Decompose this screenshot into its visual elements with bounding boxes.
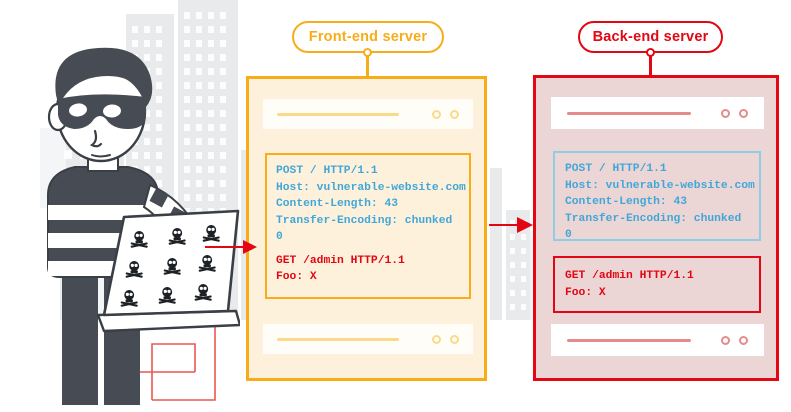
frontend-server-card: POST / HTTP/1.1 Host: vulnerable-website… bbox=[246, 76, 487, 381]
hacker-illustration bbox=[47, 47, 240, 405]
window-dot-1 bbox=[721, 335, 730, 345]
address-bar-line bbox=[567, 111, 691, 115]
backend-smuggled-request-codebox: GET /admin HTTP/1.1 Foo: X bbox=[553, 256, 761, 313]
backend-smuggled-line-2: Foo: X bbox=[565, 286, 606, 299]
address-bar-line bbox=[277, 337, 399, 341]
window-control-dots bbox=[721, 335, 748, 345]
window-control-dots bbox=[432, 109, 459, 119]
attacker-to-frontend-arrow bbox=[205, 240, 257, 254]
backend-bottom-browser-bar bbox=[551, 324, 764, 356]
window-dot-1 bbox=[432, 334, 441, 344]
window-dot-2 bbox=[450, 109, 459, 119]
backend-req-line-4: Transfer-Encoding: chunked bbox=[565, 212, 742, 225]
address-bar-line bbox=[277, 112, 399, 116]
backend-connector-knob bbox=[646, 48, 655, 57]
frontend-req-line-1: POST / HTTP/1.1 bbox=[276, 165, 378, 177]
frontend-smuggled-line-1: GET /admin HTTP/1.1 bbox=[276, 254, 405, 267]
window-dot-1 bbox=[432, 109, 441, 119]
code-blank-line bbox=[276, 246, 469, 253]
frontend-request-codebox: POST / HTTP/1.1 Host: vulnerable-website… bbox=[265, 153, 471, 299]
backend-req-line-2: Host: vulnerable-website.com bbox=[565, 179, 755, 192]
window-dot-2 bbox=[450, 334, 459, 344]
window-control-dots bbox=[721, 108, 748, 118]
frontend-top-browser-bar bbox=[263, 99, 473, 129]
frontend-server-label: Front-end server bbox=[292, 21, 444, 53]
backend-connector-stem bbox=[649, 52, 652, 77]
address-bar-line bbox=[567, 338, 691, 342]
backend-request-codebox: POST / HTTP/1.1 Host: vulnerable-website… bbox=[553, 151, 761, 241]
backend-server-card: POST / HTTP/1.1 Host: vulnerable-website… bbox=[533, 75, 779, 381]
frontend-smuggled-line-2: Foo: X bbox=[276, 271, 317, 283]
backend-req-line-1: POST / HTTP/1.1 bbox=[565, 163, 667, 175]
backend-req-line-3: Content-Length: 43 bbox=[565, 196, 688, 208]
backend-smuggled-line-1: GET /admin HTTP/1.1 bbox=[565, 270, 694, 282]
window-control-dots bbox=[432, 334, 459, 344]
frontend-req-line-5: 0 bbox=[276, 231, 283, 243]
frontend-to-backend-arrow bbox=[489, 217, 533, 233]
window-dot-2 bbox=[739, 335, 748, 345]
backend-req-line-5: 0 bbox=[565, 229, 572, 241]
window-dot-1 bbox=[721, 108, 730, 118]
frontend-req-line-4: Transfer-Encoding: chunked bbox=[276, 214, 453, 227]
frontend-connector-knob bbox=[363, 48, 372, 57]
frontend-req-line-3: Content-Length: 43 bbox=[276, 198, 399, 210]
frontend-connector-stem bbox=[366, 52, 369, 78]
frontend-req-line-2: Host: vulnerable-website.com bbox=[276, 181, 466, 194]
frontend-bottom-browser-bar bbox=[263, 324, 473, 354]
backend-top-browser-bar bbox=[551, 97, 764, 129]
window-dot-2 bbox=[739, 108, 748, 118]
